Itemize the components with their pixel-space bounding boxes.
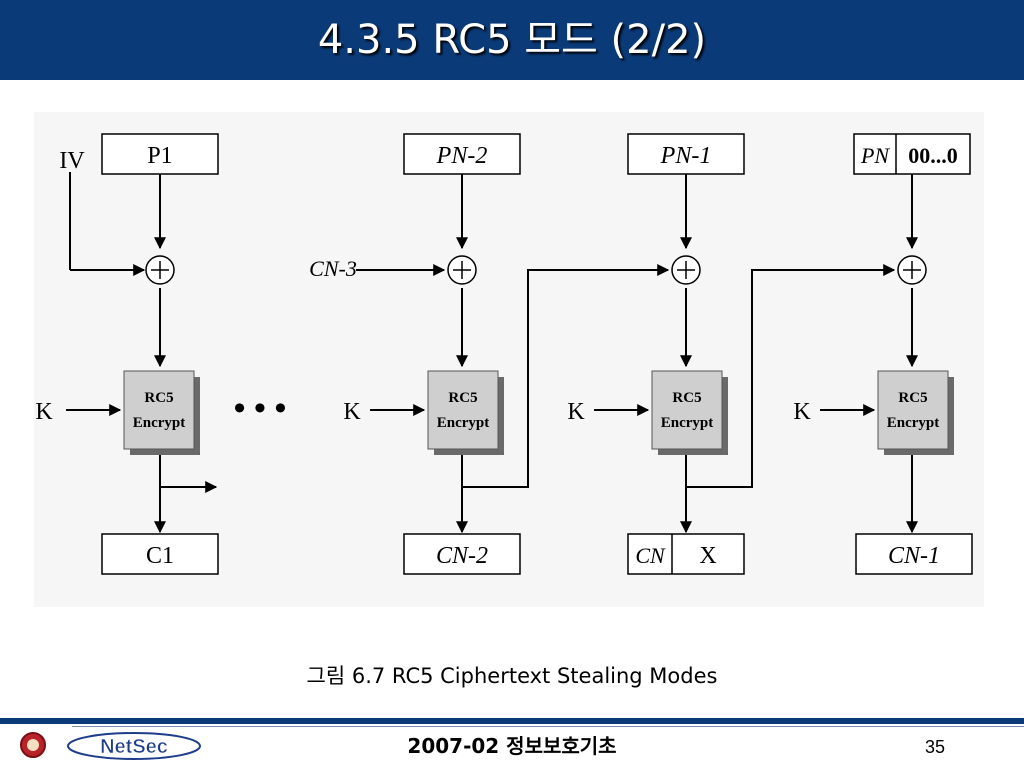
logo-text: NetSec — [100, 736, 168, 758]
slide-title: 4.3.5 RC5 모드 (2/2) — [317, 17, 707, 63]
cn-x-box — [627, 533, 745, 575]
footer-text: 2007-02 정보보호기초 — [407, 734, 617, 758]
university-emblem-icon — [20, 732, 46, 758]
encrypt-4-line1: RC5 — [898, 390, 927, 406]
pn1-label: PN-1 — [660, 143, 712, 169]
p1-label: P1 — [147, 143, 172, 169]
cn2-label: CN-2 — [436, 543, 488, 569]
encrypt-box-1 — [123, 370, 195, 450]
p1-box — [101, 133, 219, 175]
figure-caption: 그림 6.7 RC5 Ciphertext Stealing Modes — [306, 664, 718, 688]
c1-label: C1 — [146, 543, 174, 569]
pn1-box — [627, 133, 745, 175]
encrypt-4-line2: Encrypt — [887, 415, 940, 431]
k-label-2: K — [343, 399, 361, 425]
cn-label: CN — [635, 543, 666, 568]
encrypt-box-2 — [427, 370, 499, 450]
pn-label: PN — [860, 143, 890, 168]
padding-label: 00...0 — [908, 143, 958, 168]
encrypt-3-line2: Encrypt — [661, 415, 714, 431]
pn2-box — [403, 133, 521, 175]
encrypt-1-line1: RC5 — [144, 390, 173, 406]
encrypt-box-3 — [651, 370, 723, 450]
cn1-box — [855, 533, 973, 575]
iv-label: IV — [59, 148, 85, 174]
page-number: 35 — [925, 737, 946, 757]
encrypt-box-4 — [877, 370, 949, 450]
k-label-1: K — [35, 399, 53, 425]
c1-box — [101, 533, 219, 575]
ellipsis: • • • — [234, 390, 287, 427]
k-label-3: K — [567, 399, 585, 425]
title-bar — [0, 0, 1024, 80]
encrypt-1-line2: Encrypt — [133, 415, 186, 431]
pn-box — [853, 133, 971, 175]
figure-background — [34, 112, 984, 607]
cn1-label: CN-1 — [888, 543, 940, 569]
cn2-box — [403, 533, 521, 575]
encrypt-2-line2: Encrypt — [437, 415, 490, 431]
footer-rule-thin — [72, 726, 1024, 727]
pn2-label: PN-2 — [436, 143, 488, 169]
cn3-label: CN-3 — [309, 256, 357, 281]
footer-rule — [0, 718, 1024, 724]
k-label-4: K — [793, 399, 811, 425]
x-label: X — [699, 543, 716, 569]
encrypt-2-line1: RC5 — [448, 390, 477, 406]
encrypt-3-line1: RC5 — [672, 390, 701, 406]
netsec-logo: NetSec — [67, 732, 201, 760]
